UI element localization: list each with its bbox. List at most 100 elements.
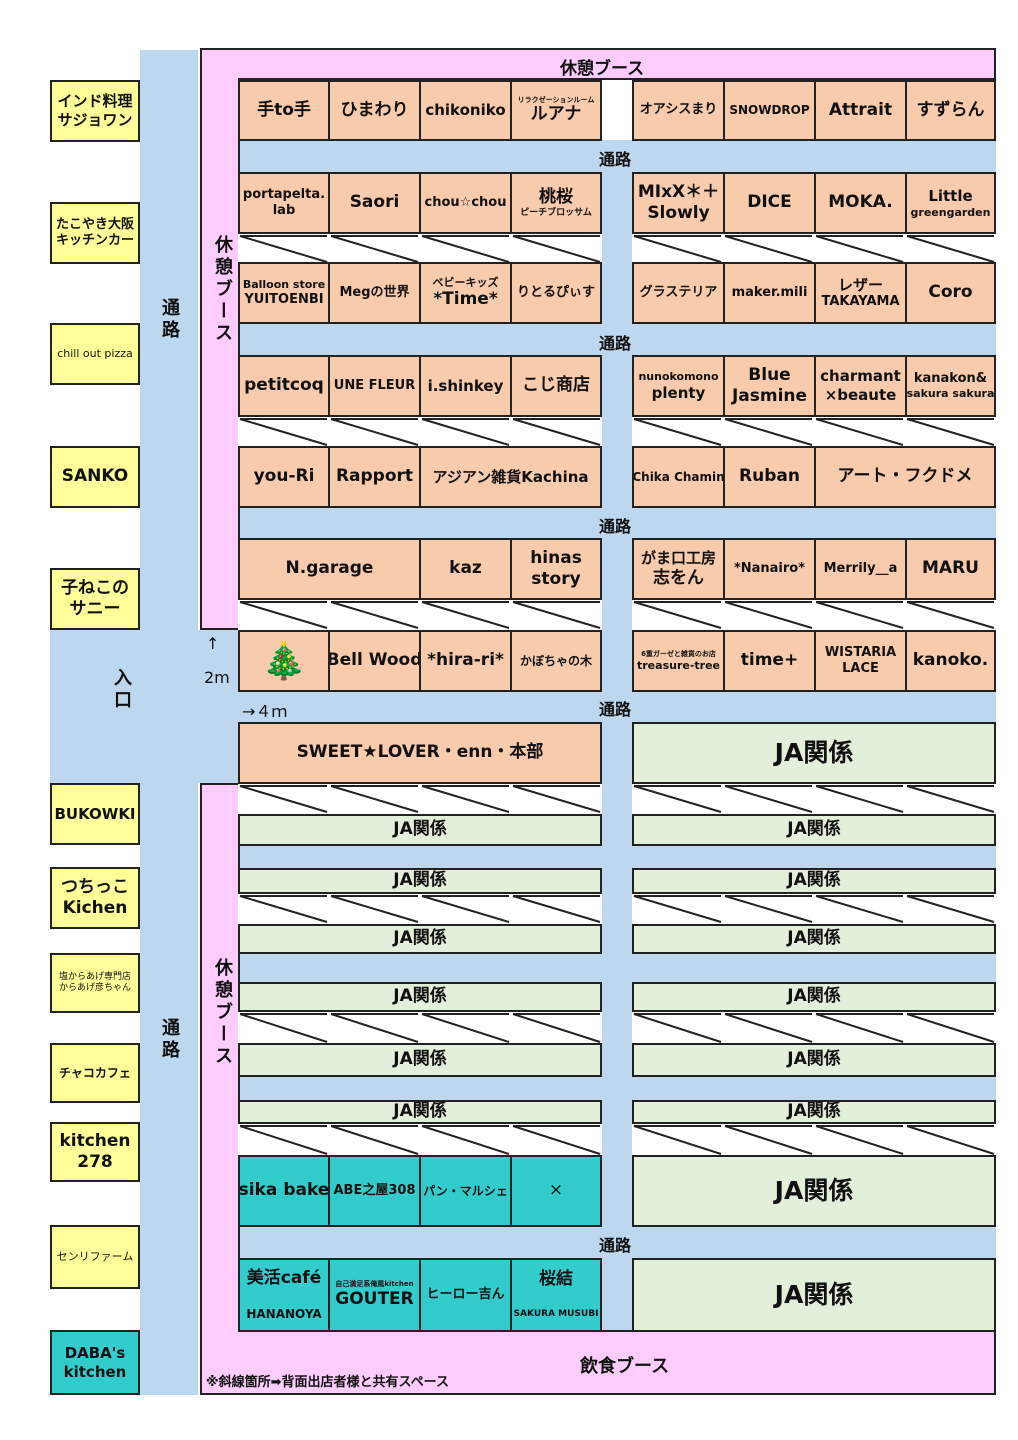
food-truck: 子ねこのサニー (50, 568, 140, 630)
booth: chikoniko (419, 80, 512, 141)
food-truck: SANKO (50, 446, 140, 508)
food-truck: センリファーム (50, 1225, 140, 1289)
booth: りとるぴぃす (510, 262, 602, 324)
booth: かぼちゃの木 (510, 630, 602, 692)
booth: ひまわり (328, 80, 421, 141)
booth: kaz (419, 538, 512, 600)
booth: こじ商店 (510, 355, 602, 417)
booth: Chika Chamin (632, 446, 725, 508)
rest-booth-left-bottom-label: 休憩ブース (212, 958, 233, 1068)
booth: SNOWDROP (723, 80, 816, 141)
shared-space-hatch (238, 894, 602, 924)
food-truck: BUKOWKI (50, 783, 140, 845)
shared-space-hatch (238, 234, 602, 264)
booth: *Nanairo* (723, 538, 816, 600)
booth: MIxX＊＋Slowly (632, 172, 725, 234)
booth: MOKA. (814, 172, 907, 234)
shared-space-hatch (632, 784, 996, 814)
shared-space-hatch (238, 600, 602, 630)
booth: N.garage (238, 538, 421, 600)
path-label-2: 通路 (599, 334, 632, 353)
food-truck: chill out pizza (50, 323, 140, 385)
food-truck: チャコカフェ (50, 1043, 140, 1103)
food-booth: ヒーロー吉ん (419, 1258, 512, 1332)
dim-arrow-up: ↑ (206, 634, 220, 653)
food-truck: 塩からあげ専門店からあげ彦ちゃん (50, 953, 140, 1013)
christmas-tree-booth: 🎄 (238, 630, 330, 692)
shared-space-hatch (632, 1124, 996, 1156)
food-booth-label: 飲食ブース (580, 1356, 670, 1377)
booth: you-Ri (238, 446, 330, 508)
booth: アート・フクドメ (814, 446, 996, 508)
booth: リラクゼーションルームルアナ (510, 80, 602, 141)
booth: Coro (905, 262, 996, 324)
booth: 手to手 (238, 80, 330, 141)
booth: Rapport (328, 446, 421, 508)
ja-strip: JA関係 (238, 814, 602, 846)
ja-strip: JA関係 (238, 1043, 602, 1077)
entrance-path (50, 630, 240, 783)
path-label-1: 通路 (599, 150, 632, 169)
booth: Attrait (814, 80, 907, 141)
food-truck: たこやき大阪キッチンカー (50, 202, 140, 264)
booth: Megの世界 (328, 262, 421, 324)
booth: オアシスまり (632, 80, 725, 141)
booth: portapelta.lab (238, 172, 330, 234)
booth: DICE (723, 172, 816, 234)
booth: すずらん (905, 80, 996, 141)
shared-space-hatch (238, 417, 602, 447)
booth: petitcoq (238, 355, 330, 417)
christmas-tree-icon: 🎄 (261, 640, 307, 682)
ja-booth: JA関係 (632, 1258, 996, 1332)
booth: i.shinkey (419, 355, 512, 417)
path-label-4: 通路 (599, 700, 632, 719)
shared-space-hatch (632, 417, 996, 447)
booth: 桃桜ピーチブロッサム (510, 172, 602, 234)
booth: *hira-ri* (419, 630, 512, 692)
ja-booth: JA関係 (632, 1155, 996, 1227)
booth: UNE FLEUR (328, 355, 421, 417)
booth: maker.mili (723, 262, 816, 324)
booth: Bell Wood (328, 630, 421, 692)
booth: アジアン雑貨Kachina (419, 446, 602, 508)
shared-space-hatch (238, 1012, 602, 1044)
ja-strip: JA関係 (238, 982, 602, 1012)
shared-space-hatch (632, 1012, 996, 1044)
food-truck: インド料理サジョワン (50, 80, 140, 142)
ja-strip: JA関係 (632, 868, 996, 894)
booth: ベビーキッズ*Time* (419, 262, 512, 324)
ja-strip: JA関係 (238, 1100, 602, 1124)
ja-strip: JA関係 (238, 924, 602, 954)
rest-booth-top-label: 休憩ブース (560, 59, 645, 79)
rest-booth-left-top-label: 休憩ブース (212, 235, 233, 345)
food-booth: × (510, 1155, 602, 1227)
ja-strip: JA関係 (632, 1100, 996, 1124)
booth: time+ (723, 630, 816, 692)
path-label-vertical-bottom: 通路 (159, 1018, 180, 1062)
booth: がま口工房志をん (632, 538, 725, 600)
booth: chou☆chou (419, 172, 512, 234)
shared-space-hatch (238, 784, 602, 814)
food-booth: sika bake (238, 1155, 330, 1227)
shared-space-hatch (632, 234, 996, 264)
shared-space-hatch (238, 1124, 602, 1156)
booth: MARU (905, 538, 996, 600)
booth: SWEET★LOVER・enn・本部 (238, 722, 602, 784)
food-booth: パン・マルシェ (419, 1155, 512, 1227)
ja-strip: JA関係 (632, 814, 996, 846)
booth: グラステリア (632, 262, 725, 324)
ja-strip: JA関係 (238, 868, 602, 894)
shared-space-hatch (632, 894, 996, 924)
entrance-label: 入口 (111, 668, 132, 712)
ja-strip: JA関係 (632, 1043, 996, 1077)
path-label-5: 通路 (599, 1236, 632, 1255)
